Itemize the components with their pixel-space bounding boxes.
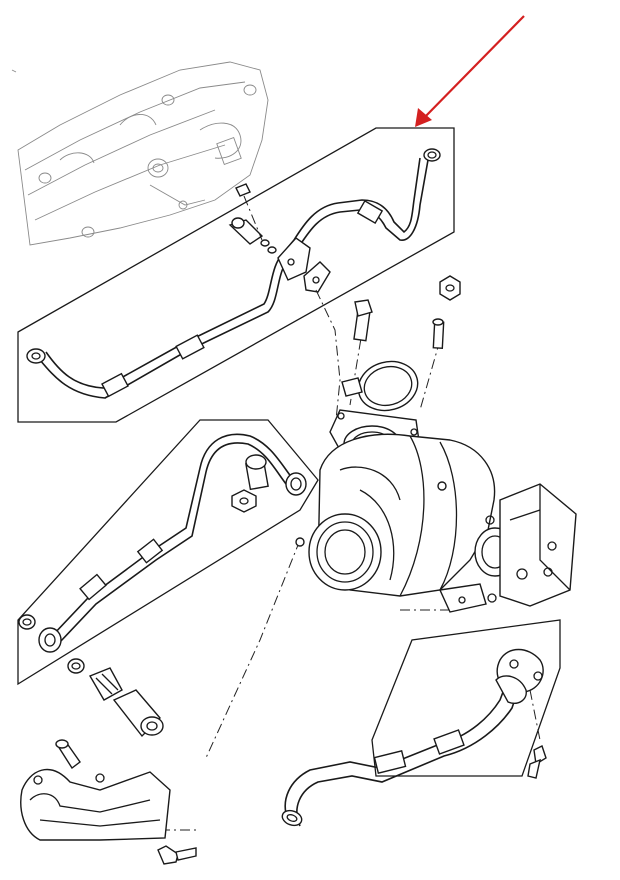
banjo-bolt — [18, 614, 164, 738]
oil-feed-pipe-group-frame — [17, 127, 455, 423]
oil-feed-pipe — [26, 148, 441, 399]
assembly-leader-lines — [160, 195, 541, 831]
oil-return-pipe — [281, 648, 547, 827]
stud — [353, 299, 373, 342]
oil-feed-line-group-frame — [17, 419, 319, 686]
turbocharger — [295, 409, 577, 613]
oil-return-pipe-group-frame — [371, 619, 561, 777]
oil-feed-line — [38, 433, 307, 653]
support-bracket — [20, 739, 197, 865]
exhaust-manifold — [11, 61, 269, 246]
red-pointer-arrow — [415, 15, 525, 127]
stud — [432, 318, 445, 349]
nut — [439, 275, 461, 301]
gasket — [341, 360, 419, 412]
